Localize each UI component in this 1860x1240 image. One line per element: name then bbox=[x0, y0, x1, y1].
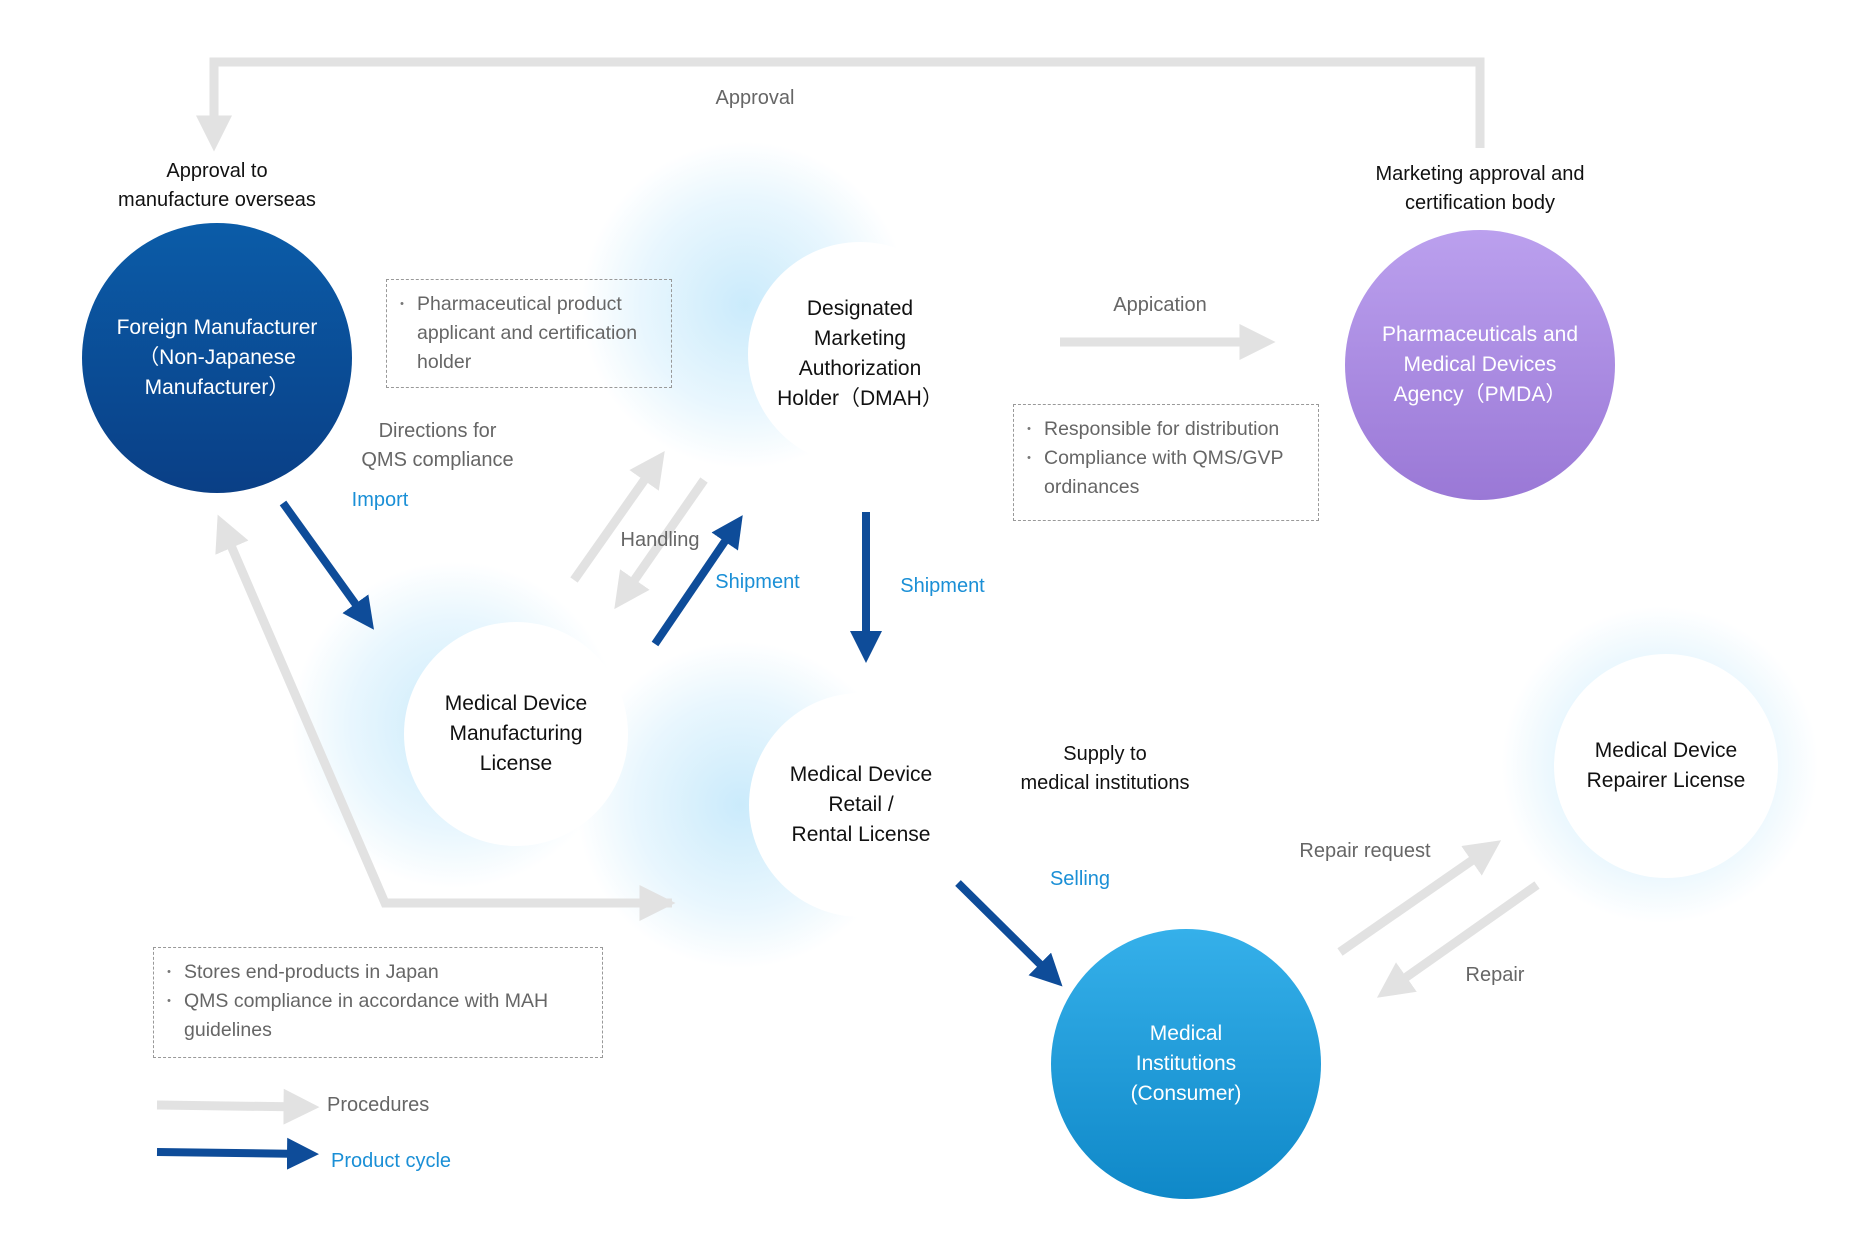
note-distribution-item: Responsible for distribution bbox=[1022, 415, 1306, 444]
appication-label: Appication bbox=[1113, 294, 1207, 316]
retail-license-node: Medical Device Retail / Rental License bbox=[749, 693, 973, 917]
shipment-down-label: Shipment bbox=[900, 575, 985, 597]
repair-request-label: Repair request bbox=[1299, 840, 1431, 862]
handling-arrow-down bbox=[614, 477, 708, 610]
manufacturing-license-node: Medical Device Manufacturing License bbox=[404, 622, 628, 846]
note-storage-item: QMS compliance in accordance with MAH gu… bbox=[162, 987, 590, 1045]
note-dmah-role-item: Pharmaceutical product applicant and cer… bbox=[395, 290, 659, 377]
legend-procedures-label: Procedures bbox=[327, 1094, 430, 1116]
dmah-label: Designated Marketing Authorization Holde… bbox=[777, 297, 943, 410]
selling-label: Selling bbox=[1049, 868, 1111, 890]
repairer-license-label: Medical Device Repairer License bbox=[1586, 739, 1746, 792]
import-label: Import bbox=[351, 489, 409, 511]
approval-overseas-label: Approval to manufacture overseas bbox=[118, 160, 316, 211]
repair-label: Repair bbox=[1465, 964, 1525, 986]
legend-product-arrow bbox=[156, 1137, 319, 1170]
legend-procedures-arrow bbox=[156, 1088, 320, 1125]
note-storage: Stores end-products in Japan QMS complia… bbox=[153, 947, 603, 1058]
medical-institutions-label: Medical Institutions (Consumer) bbox=[1130, 1022, 1242, 1105]
note-dmah-role: Pharmaceutical product applicant and cer… bbox=[386, 279, 672, 388]
marketing-body-label: Marketing approval and certification bod… bbox=[1375, 163, 1585, 214]
repairer-license-node: Medical Device Repairer License bbox=[1554, 654, 1778, 878]
shipment-up-arrow bbox=[651, 515, 743, 647]
directions-qms-label: Directions for QMS compliance bbox=[361, 420, 514, 471]
dmah-node: Designated Marketing Authorization Holde… bbox=[748, 242, 972, 466]
approval-arrow bbox=[196, 57, 1485, 152]
note-distribution: Responsible for distribution Compliance … bbox=[1013, 404, 1319, 521]
handling-label: Handling bbox=[620, 529, 700, 551]
manufacturing-license-label: Medical Device Manufacturing License bbox=[444, 692, 588, 775]
note-distribution-item: Compliance with QMS/GVP ordinances bbox=[1022, 444, 1306, 502]
approval-label: Approval bbox=[715, 87, 795, 109]
foreign-manufacturer-label: Foreign Manufacturer （Non-Japanese Manuf… bbox=[116, 316, 318, 399]
foreign-manufacturer-node: Foreign Manufacturer （Non-Japanese Manuf… bbox=[82, 223, 352, 493]
medical-institutions-node: Medical Institutions (Consumer) bbox=[1051, 929, 1321, 1199]
selling-arrow bbox=[955, 880, 1063, 987]
pmda-label: Pharmaceuticals and Medical Devices Agen… bbox=[1381, 323, 1579, 406]
supply-label: Supply to medical institutions bbox=[1020, 743, 1190, 794]
shipment-up-label: Shipment bbox=[715, 571, 800, 593]
repair-request-arrow bbox=[1337, 840, 1502, 956]
repair-arrow bbox=[1376, 881, 1540, 998]
import-arrow bbox=[279, 500, 374, 630]
legend-product-cycle-label: Product cycle bbox=[331, 1150, 452, 1172]
handling-arrow-up bbox=[570, 450, 665, 583]
note-storage-item: Stores end-products in Japan bbox=[162, 958, 590, 987]
retail-license-label: Medical Device Retail / Rental License bbox=[789, 763, 933, 846]
pmda-node: Pharmaceuticals and Medical Devices Agen… bbox=[1345, 230, 1615, 500]
